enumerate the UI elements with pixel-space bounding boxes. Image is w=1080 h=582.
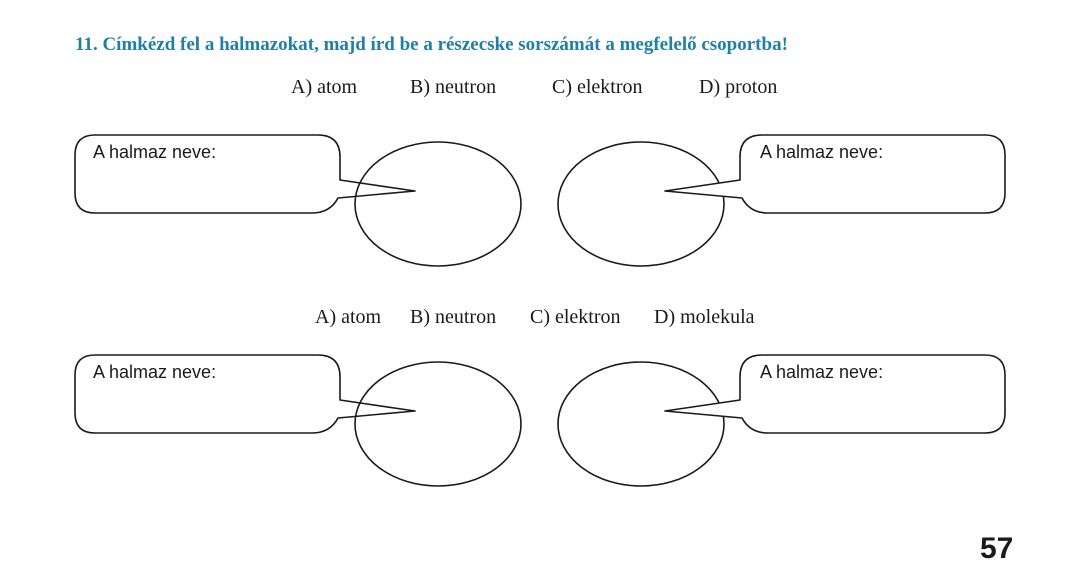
option-b: B) neutron [410, 76, 497, 98]
left-set-label: A halmaz neve: [93, 142, 217, 162]
options-row-1: A) atom B) neutron C) elektron D) proton [0, 76, 1080, 102]
exercise-title: 11. Címkézd fel a halmazokat, majd írd b… [75, 34, 788, 55]
option-d: D) molekula [654, 306, 755, 328]
left-name-bubble[interactable] [74, 134, 416, 214]
options-row-2: A) atom B) neutron C) elektron D) moleku… [0, 306, 1080, 332]
option-a: A) atom [291, 76, 358, 98]
left-name-bubble[interactable] [74, 354, 416, 434]
left-set-oval[interactable] [354, 361, 522, 487]
option-c: C) elektron [530, 306, 621, 328]
set-group-2: A halmaz neve: A halmaz neve: [0, 348, 1080, 498]
right-set-label: A halmaz neve: [760, 362, 884, 382]
left-set-label: A halmaz neve: [93, 362, 217, 382]
right-name-bubble[interactable] [664, 354, 1006, 434]
right-name-bubble[interactable] [664, 134, 1006, 214]
left-set-oval[interactable] [354, 141, 522, 267]
right-set-oval[interactable] [557, 361, 725, 487]
option-d: D) proton [699, 76, 778, 98]
option-c: C) elektron [552, 76, 643, 98]
option-a: A) atom [315, 306, 382, 328]
page-number: 57 [980, 532, 1014, 565]
set-group-1: A halmaz neve: A halmaz neve: [0, 128, 1080, 278]
right-set-label: A halmaz neve: [760, 142, 884, 162]
option-b: B) neutron [410, 306, 497, 328]
right-set-oval[interactable] [557, 141, 725, 267]
